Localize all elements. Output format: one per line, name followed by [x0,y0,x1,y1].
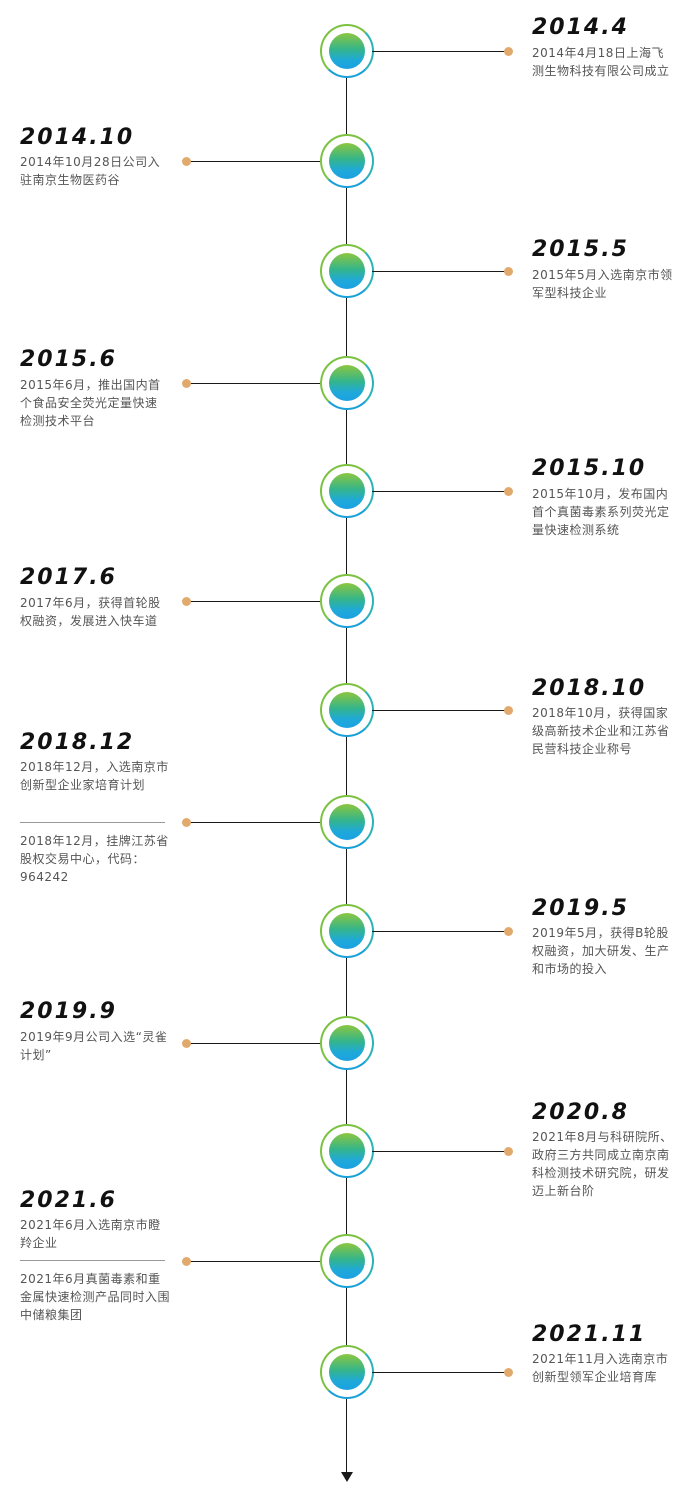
timeline-node [320,904,374,958]
event-year: 2020.8 [532,1100,629,1125]
event-year: 2019.9 [20,999,117,1024]
node-circle-icon [329,253,365,289]
event-year: 2017.6 [20,565,117,590]
connector-dot [182,1039,191,1048]
event-year: 2021.6 [20,1188,117,1213]
connector-line [372,1151,506,1152]
event-desc: 2021年11月入选南京市创新型领军企业培育库 [532,1352,669,1384]
node-circle-icon [329,33,365,69]
node-circle-icon [329,583,365,619]
node-circle-icon [329,692,365,728]
connector-dot [182,597,191,606]
timeline-node [320,795,374,849]
event-desc: 2021年8月与科研院所、政府三方共同成立南京南科检测技术研究院，研发迈上新台阶 [532,1130,673,1198]
node-circle-icon [329,804,365,840]
connector-dot [504,47,513,56]
connector-dot [182,818,191,827]
event-desc: 2019年9月公司入选“灵雀计划” [20,1030,168,1062]
connector-dot [504,487,513,496]
connector-line [186,161,320,162]
connector-dot [182,1257,191,1266]
connector-line [186,601,320,602]
event-desc: 2015年5月入选南京市领军型科技企业 [532,268,673,300]
node-circle-icon [329,473,365,509]
event-desc: 2021年6月入选南京市瞪羚企业 [20,1218,161,1250]
node-circle-icon [329,1025,365,1061]
connector-line [372,271,506,272]
event-year: 2015.5 [532,237,629,262]
node-circle-icon [329,1243,365,1279]
event-desc: 2015年10月，发布国内首个真菌毒素系列荧光定量快速检测系统 [532,487,670,537]
event-desc-secondary: 2018年12月，挂牌江苏省股权交易中心，代码：964242 [20,834,169,884]
connector-dot [504,706,513,715]
timeline-node [320,574,374,628]
event-year: 2018.10 [532,676,647,701]
connector-line [372,931,506,932]
timeline-node [320,1124,374,1178]
timeline-node [320,356,374,410]
connector-dot [504,927,513,936]
connector-line [186,1261,320,1262]
event-desc: 2015年6月，推出国内首个食品安全荧光定量快速检测技术平台 [20,378,161,428]
event-desc: 2017年6月，获得首轮股权融资，发展进入快车道 [20,596,161,628]
event-desc: 2014年10月28日公司入驻南京生物医药谷 [20,155,161,187]
node-circle-icon [329,1354,365,1390]
connector-dot [504,1147,513,1156]
event-desc: 2014年4月18日上海飞测生物科技有限公司成立 [532,46,670,78]
connector-dot [182,379,191,388]
event-year: 2014.4 [532,15,629,40]
timeline-node [320,1234,374,1288]
connector-line [372,51,506,52]
event-year: 2014.10 [20,125,135,150]
node-circle-icon [329,913,365,949]
node-circle-icon [329,365,365,401]
event-year: 2021.11 [532,1322,647,1347]
timeline-node [320,244,374,298]
node-circle-icon [329,143,365,179]
connector-dot [182,157,191,166]
timeline-node [320,464,374,518]
connector-line [186,822,320,823]
timeline-axis [346,48,347,1478]
connector-line [372,1372,506,1373]
connector-line [372,491,506,492]
timeline-node [320,1016,374,1070]
node-circle-icon [329,1133,365,1169]
event-year: 2015.10 [532,456,647,481]
timeline-node [320,24,374,78]
connector-line [186,1043,320,1044]
timeline-arrow-icon [341,1472,353,1482]
event-desc: 2018年12月，入选南京市创新型企业家培育计划 [20,760,169,792]
timeline-node [320,134,374,188]
event-year: 2019.5 [532,896,629,921]
event-year: 2015.6 [20,347,117,372]
connector-dot [504,267,513,276]
event-year: 2018.12 [20,730,135,755]
event-desc-secondary: 2021年6月真菌毒素和重金属快速检测产品同时入围中储粮集团 [20,1272,171,1322]
event-desc: 2018年10月，获得国家级高新技术企业和江苏省民营科技企业称号 [532,706,670,756]
timeline-node [320,1345,374,1399]
connector-line [372,710,506,711]
event-desc: 2019年5月，获得B轮股权融资，加大研发、生产和市场的投入 [532,926,670,976]
timeline-node [320,683,374,737]
connector-dot [504,1368,513,1377]
entry-divider [20,822,165,823]
connector-line [186,383,320,384]
entry-divider [20,1260,165,1261]
